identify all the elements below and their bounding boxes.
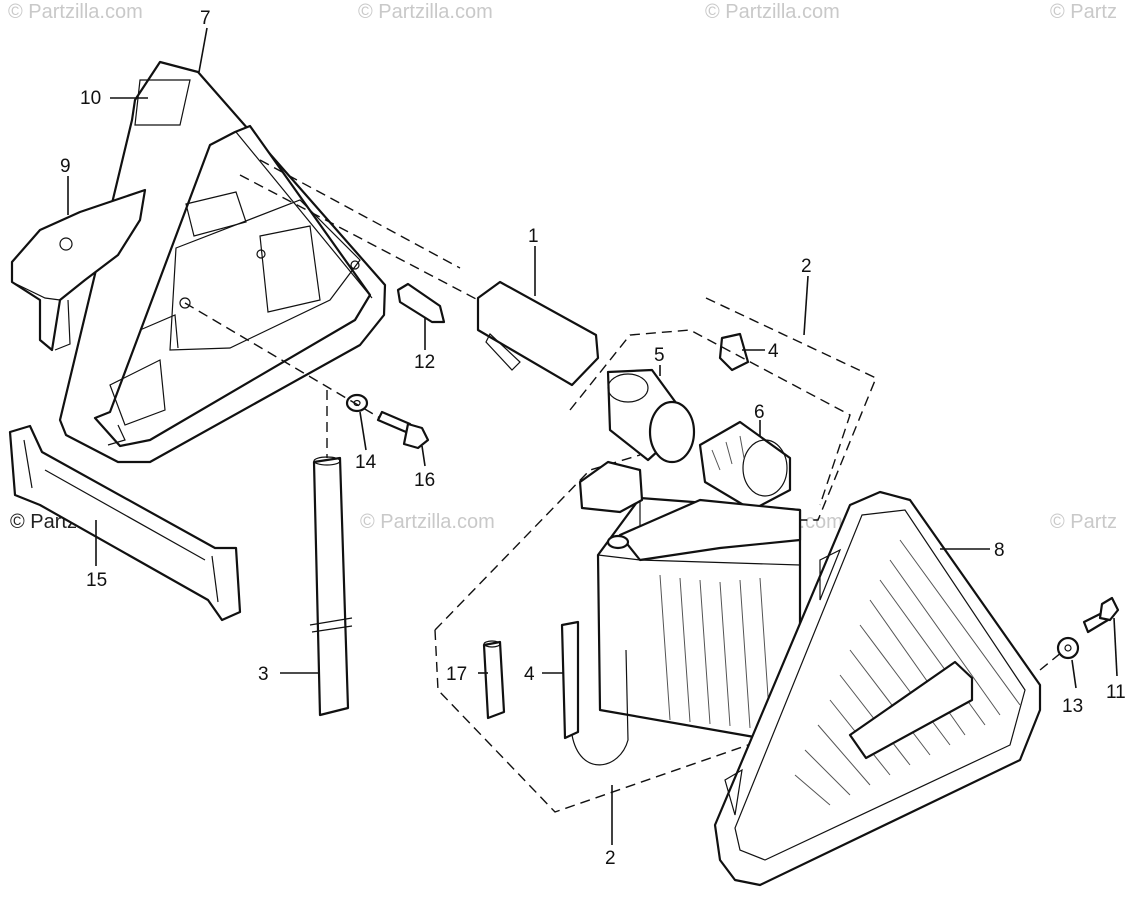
callout-7: 7 bbox=[200, 8, 211, 29]
battery-strap-part-15[interactable] bbox=[8, 424, 242, 622]
callout-6: 6 bbox=[754, 402, 765, 423]
regulator-part-1[interactable] bbox=[476, 280, 600, 387]
callout-15: 15 bbox=[86, 570, 107, 591]
callout-12: 12 bbox=[414, 352, 435, 373]
callout-11: 11 bbox=[1106, 682, 1126, 703]
bolt-part-11[interactable] bbox=[1082, 596, 1120, 634]
clip-part-12[interactable] bbox=[396, 282, 446, 324]
callout-1: 1 bbox=[528, 226, 539, 247]
callout-16: 16 bbox=[414, 470, 435, 491]
washer-part-14[interactable] bbox=[345, 393, 369, 413]
callout-8: 8 bbox=[994, 540, 1005, 561]
terminal-cap-part-4-top[interactable] bbox=[718, 332, 750, 372]
callout-2-bottom: 2 bbox=[605, 848, 616, 869]
washer-part-13[interactable] bbox=[1056, 636, 1080, 660]
watermark-top-3: © Partzilla.com bbox=[705, 1, 840, 23]
callout-9: 9 bbox=[60, 156, 71, 177]
group-2-top-boundary bbox=[705, 297, 877, 521]
watermark-top-1: © Partzilla.com bbox=[8, 1, 143, 23]
battery-case-part-7[interactable] bbox=[58, 60, 387, 464]
sponge-part-6[interactable] bbox=[698, 420, 792, 512]
callout-2-top: 2 bbox=[801, 256, 812, 277]
callout-4-top: 4 bbox=[768, 341, 779, 362]
bolt-part-16[interactable] bbox=[376, 410, 430, 450]
group-2-bottom-boundary bbox=[434, 454, 821, 813]
battery-body[interactable] bbox=[578, 460, 802, 740]
watermark-mid-1: © Partzilla.com bbox=[360, 511, 495, 533]
watermark-top-2: © Partzilla.com bbox=[358, 1, 493, 23]
breather-fuse-part-4-bottom[interactable] bbox=[560, 620, 629, 766]
breather-tube-part-3[interactable] bbox=[309, 390, 353, 717]
callout-17: 17 bbox=[446, 664, 467, 685]
fuse-cylinder-part-5[interactable] bbox=[606, 368, 696, 464]
callout-13: 13 bbox=[1062, 696, 1083, 717]
watermark-mid-3: © Partz bbox=[1050, 511, 1117, 533]
watermark-top-4: © Partz bbox=[1050, 1, 1117, 23]
side-cover-part-8[interactable] bbox=[713, 490, 1042, 887]
callout-5: 5 bbox=[654, 345, 665, 366]
callout-3: 3 bbox=[258, 664, 269, 685]
callout-14: 14 bbox=[355, 452, 377, 473]
fuse-part-17[interactable] bbox=[482, 640, 506, 720]
bracket-part-9[interactable] bbox=[10, 188, 147, 352]
callout-10: 10 bbox=[80, 88, 101, 109]
callout-4-bottom: 4 bbox=[524, 664, 535, 685]
